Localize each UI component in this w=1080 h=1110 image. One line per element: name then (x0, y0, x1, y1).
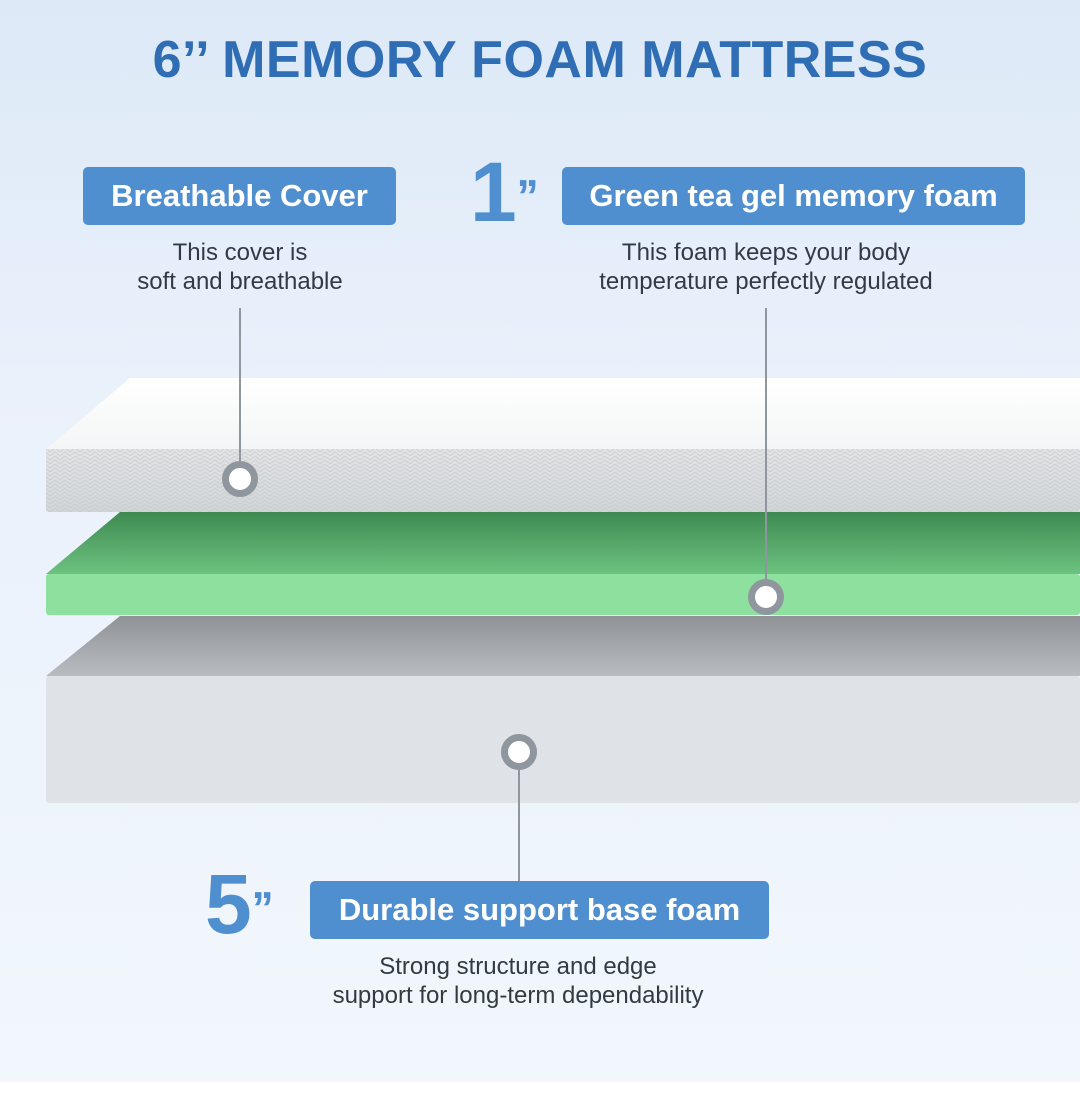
base-foam-side (46, 676, 1080, 803)
gel-label: Green tea gel memory foam (562, 167, 1025, 225)
cover-top (46, 378, 1080, 449)
base-label-text: Durable support base foam (338, 892, 741, 927)
gel-label-text: Green tea gel memory foam (589, 178, 998, 213)
cover-leader-line (239, 308, 241, 466)
mattress-illustration (46, 378, 1080, 803)
cover-description: This cover is soft and breathable (137, 239, 343, 295)
cover-label-text: Breathable Cover (111, 178, 368, 213)
gel-description: This foam keeps your body temperature pe… (599, 239, 933, 295)
base-foam-top (46, 616, 1080, 676)
infographic-canvas: 6’’ MEMORY FOAM MATTRESS (0, 0, 1080, 1082)
base-leader-line (518, 768, 520, 882)
base-thickness: 5’’ (205, 857, 274, 951)
base-label: Durable support base foam (310, 881, 769, 939)
gel-thickness: 1’’ (470, 145, 539, 239)
gel-leader-line (765, 308, 767, 584)
gel-foam-top (46, 512, 1080, 574)
page-title: 6’’ MEMORY FOAM MATTRESS (152, 31, 928, 89)
base-description: Strong structure and edge support for lo… (332, 953, 704, 1009)
cover-label: Breathable Cover (83, 167, 396, 225)
base-marker (501, 734, 537, 770)
gel-marker (748, 579, 784, 615)
gel-foam-side (46, 574, 1080, 615)
cover-marker (222, 461, 258, 497)
